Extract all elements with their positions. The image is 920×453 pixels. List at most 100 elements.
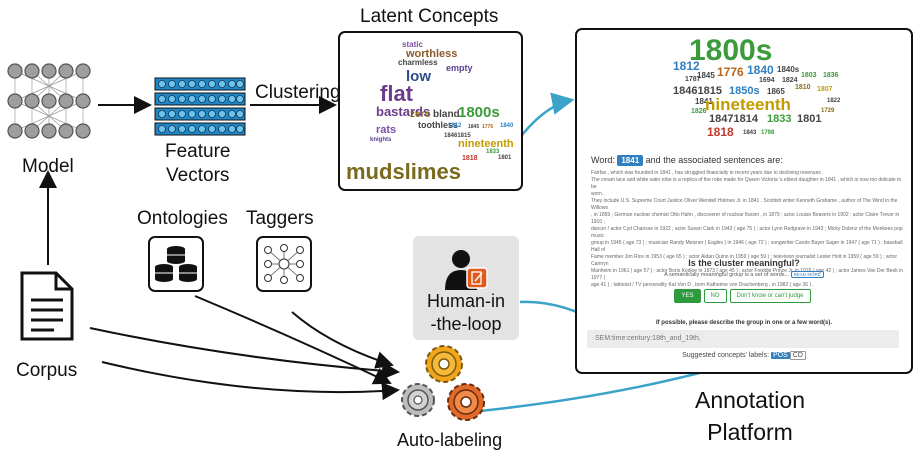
- wc-inset-1776: 1776: [482, 124, 494, 130]
- wc-inset-1818: 1818: [462, 155, 478, 162]
- model-label: Model: [22, 156, 74, 177]
- latent-concepts-wordcloud: static worthless charmless empty low fla…: [338, 31, 523, 191]
- wc-charmless: charmless: [398, 58, 438, 67]
- arrow-ontologies-to-autolabel: [194, 295, 392, 385]
- pc-1836: 1836: [823, 72, 839, 79]
- wc-zero: zero: [410, 109, 431, 120]
- arrow-taggers-to-autolabel: [291, 311, 394, 369]
- meaningful-question: Is the cluster meaningful?: [688, 258, 800, 268]
- taggers-label: Taggers: [246, 208, 314, 229]
- human-in-the-loop-box: Human-in -the-loop: [413, 236, 519, 340]
- feature-vectors-icon: [154, 77, 246, 136]
- pc-1818: 1818: [707, 125, 734, 139]
- sentence-list: Fairfax , which was founded in 1841 , ha…: [591, 170, 907, 289]
- taggers-icon-box: [256, 236, 312, 292]
- arrow-corpus-to-autolabel-2: [101, 361, 400, 401]
- sentence-line: group in 1945 ( age 73 ) ; musician Rand…: [591, 240, 903, 253]
- sentence-line: They include U.S. Supreme Court Justice …: [591, 198, 898, 211]
- word-suffix: and the associated sentences are:: [645, 155, 783, 165]
- wc-inset-1840: 1840: [500, 123, 514, 129]
- human-annotator-icon: [445, 250, 488, 290]
- wc-mudslimes: mudslimes: [346, 159, 461, 184]
- pc-1776: 1776: [717, 65, 744, 79]
- word-prefix: Word:: [591, 155, 615, 165]
- wc-worthless: worthless: [406, 48, 458, 60]
- hint-row: A semantically meaningful group is a set…: [577, 271, 911, 278]
- suggested-labels-text: Suggested concepts' labels:: [682, 352, 770, 359]
- no-button[interactable]: NO: [703, 289, 727, 303]
- clustering-label: Clustering: [255, 82, 341, 103]
- describe-prompt: If possible, please describe the group i…: [655, 320, 833, 326]
- tag-cd[interactable]: CD: [789, 351, 806, 360]
- pc-18471814: 18471814: [709, 113, 758, 125]
- wc-inset-1845: 1845: [468, 124, 480, 130]
- sentence-line: , in 1859 ; German nuclear chemist Otto …: [591, 212, 900, 225]
- wc-knights: knights: [370, 137, 392, 143]
- ontologies-icon-box: [148, 236, 204, 292]
- pc-1840s: 1840s: [777, 65, 800, 74]
- sentence-line: age 41 ) ; tattooist / TV personality Ka…: [591, 282, 814, 288]
- wc-low: low: [406, 68, 431, 85]
- pc-1843: 1843: [743, 130, 757, 136]
- feature-vectors-label: Feature Vectors: [165, 141, 231, 186]
- pc-1850s: 1850s: [729, 85, 760, 97]
- sentence-line: The cream lace and white satin robe is a…: [591, 177, 902, 190]
- pc-1807: 1807: [817, 86, 833, 93]
- wc-inset-1800s: 1800s: [458, 104, 500, 121]
- database-icon: [155, 246, 197, 282]
- corpus-label: Corpus: [16, 360, 78, 381]
- pc-1840: 1840: [747, 63, 774, 77]
- auto-labeling-gears-icon: [401, 345, 485, 421]
- pc-1845: 1845: [697, 71, 715, 80]
- sentence-line: worn .: [591, 191, 605, 197]
- description-input-value: SEM:time:century:18th_and_19th,: [595, 335, 701, 342]
- latent-concepts-title: Latent Concepts: [360, 6, 499, 27]
- pc-1865: 1865: [767, 87, 785, 96]
- wc-static: static: [402, 40, 423, 49]
- auto-labeling-label: Auto-labeling: [397, 430, 503, 450]
- pc-1812: 1812: [673, 59, 700, 73]
- pc-1822: 1822: [827, 98, 841, 104]
- word-badge: 1841: [617, 155, 644, 166]
- wc-inset-1833: 1833: [486, 149, 500, 155]
- wc-inset-18461815: 18461815: [444, 133, 471, 139]
- wc-inset-1812: 1812: [448, 123, 462, 129]
- arrow-latent-to-platform: [517, 92, 575, 141]
- wc-flat: flat: [380, 81, 413, 106]
- pc-1800s: 1800s: [689, 34, 773, 67]
- sentence-line: Manheim in 1961 ( age 57 ) ; actor Boris…: [591, 268, 904, 281]
- annotation-platform-screenshot: 1800s 1812 1845 1776 1840 1840s 1803 183…: [575, 28, 913, 374]
- wc-bland: bland: [433, 109, 460, 120]
- wc-rats: rats: [376, 124, 397, 136]
- pc-1801: 1801: [797, 113, 822, 125]
- pc-1694: 1694: [759, 77, 775, 84]
- pc-1826: 1826: [691, 108, 707, 115]
- wc-bastards: bastards: [376, 104, 431, 119]
- yes-button[interactable]: YES: [674, 289, 701, 303]
- pc-1841: 1841: [695, 97, 713, 106]
- ontologies-label: Ontologies: [137, 208, 228, 229]
- wc-empty: empty: [446, 63, 473, 73]
- model-network-icon: [7, 63, 91, 139]
- pc-18461815: 18461815: [673, 85, 722, 97]
- pc-1810: 1810: [795, 84, 811, 91]
- hint-text: A semantically meaningful group is a set…: [664, 272, 790, 278]
- tagger-network-icon: [264, 244, 304, 284]
- tag-pos[interactable]: POS: [770, 352, 790, 359]
- pc-1729: 1729: [821, 108, 835, 114]
- sentence-line: Fairfax , which was founded in 1841 , ha…: [591, 170, 824, 176]
- pc-1798: 1798: [761, 130, 775, 136]
- wc-inset-nineteenth: nineteenth: [458, 138, 514, 150]
- description-input[interactable]: SEM:time:century:18th_and_19th,: [587, 330, 899, 348]
- pc-1787: 1787: [685, 76, 701, 83]
- read-more-button[interactable]: READ MORE: [790, 271, 824, 278]
- human-in-the-loop-label: Human-in -the-loop: [426, 291, 506, 334]
- pc-nineteenth: nineteenth: [705, 95, 791, 114]
- pc-1833: 1833: [767, 113, 792, 125]
- dont-know-button[interactable]: Don't know or can't judge: [729, 289, 811, 303]
- sentence-line: dancer / actor Cyd Charisse in 1922 ; ac…: [591, 226, 903, 239]
- corpus-document-icon: [20, 271, 74, 341]
- pc-1803: 1803: [801, 72, 817, 79]
